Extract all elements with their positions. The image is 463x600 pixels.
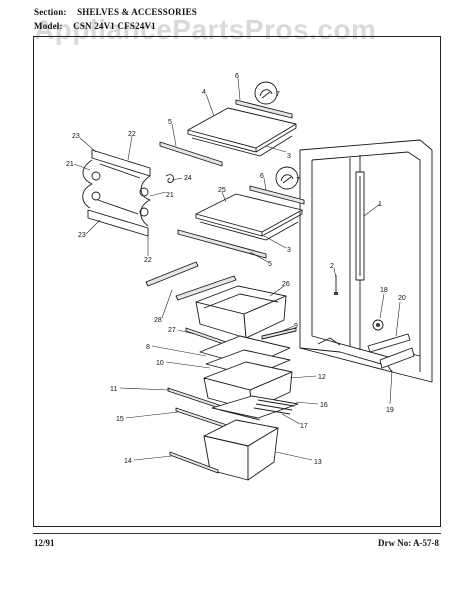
callout-23: 23 xyxy=(78,232,86,239)
model-header: Model: CSN 24V1 CFS24V1 xyxy=(34,21,156,31)
shelf-rear-rail xyxy=(235,99,293,119)
light-socket xyxy=(372,319,384,331)
callout-22: 22 xyxy=(144,257,152,264)
callout-28: 28 xyxy=(154,317,162,324)
leader-lines xyxy=(73,77,401,461)
meat-keeper-pan xyxy=(195,285,287,339)
callout-17: 17 xyxy=(300,423,308,430)
callout-25: 25 xyxy=(218,187,226,194)
callout-26: 26 xyxy=(282,281,290,288)
shelf-ladder-rail xyxy=(355,171,365,281)
callout-3: 3 xyxy=(287,153,291,160)
callout-21: 21 xyxy=(166,192,174,199)
shelf-side-rail xyxy=(159,141,223,167)
crisper-slide xyxy=(175,407,231,430)
drawer-slide xyxy=(169,451,219,474)
callout-23: 23 xyxy=(72,133,80,140)
section-header: Section: SHELVES & ACCESSORIES xyxy=(34,7,197,17)
callout-10: 10 xyxy=(156,360,164,367)
callout-4: 4 xyxy=(202,89,206,96)
crisper-slides xyxy=(145,261,237,301)
model-value: CSN 24V1 CFS24V1 xyxy=(73,21,156,31)
diagram-frame xyxy=(33,36,441,527)
callout-6: 6 xyxy=(260,173,264,180)
callout-7: 7 xyxy=(296,177,300,184)
drawing-number: Drw No: A-57-8 xyxy=(378,538,439,548)
callout-3: 3 xyxy=(287,247,291,254)
revision-date: 12/91 xyxy=(34,538,55,548)
callout-9: 9 xyxy=(294,323,298,330)
callout-21: 21 xyxy=(66,161,74,168)
callout-24: 24 xyxy=(184,175,192,182)
pan-rail xyxy=(261,327,297,340)
callout-13: 13 xyxy=(314,459,322,466)
callout-15: 15 xyxy=(116,416,124,423)
callout-1: 1 xyxy=(378,201,382,208)
shelf-clip xyxy=(165,174,175,183)
callout-22: 22 xyxy=(128,131,136,138)
callout-11: 11 xyxy=(110,386,117,393)
callout-7: 7 xyxy=(276,91,280,98)
section-value: SHELVES & ACCESSORIES xyxy=(77,7,197,17)
model-label: Model: xyxy=(34,21,63,31)
callout-16: 16 xyxy=(320,402,328,409)
humidity-control-grille xyxy=(211,395,299,421)
shelf-support-detail-icon xyxy=(254,81,278,105)
cabinet-liner xyxy=(299,139,433,383)
callout-14: 14 xyxy=(124,458,132,465)
callout-labels: 1 2 3 3 4 5 5 6 6 7 7 8 9 10 11 12 13 14… xyxy=(66,73,406,466)
callout-27: 27 xyxy=(168,327,176,334)
callout-2: 2 xyxy=(330,263,334,270)
crisper-cover-support xyxy=(367,333,415,369)
glass-shelf-middle xyxy=(195,193,303,241)
callout-19: 19 xyxy=(386,407,394,414)
shelf-rear-rail xyxy=(249,185,305,205)
glass-shelf-top xyxy=(187,107,297,157)
callout-8: 8 xyxy=(146,344,150,351)
callout-5: 5 xyxy=(268,261,272,268)
callout-18: 18 xyxy=(380,287,388,294)
callout-20: 20 xyxy=(398,295,406,302)
shelf-side-rail xyxy=(177,229,267,259)
shelf-bracket-assembly xyxy=(82,149,151,237)
callout-12: 12 xyxy=(318,374,326,381)
callout-5: 5 xyxy=(168,119,172,126)
section-label: Section: xyxy=(34,7,67,17)
callout-6: 6 xyxy=(235,73,239,80)
screw xyxy=(334,275,338,295)
footer-rule xyxy=(33,533,441,534)
shelf-support-detail-icon xyxy=(275,166,299,190)
